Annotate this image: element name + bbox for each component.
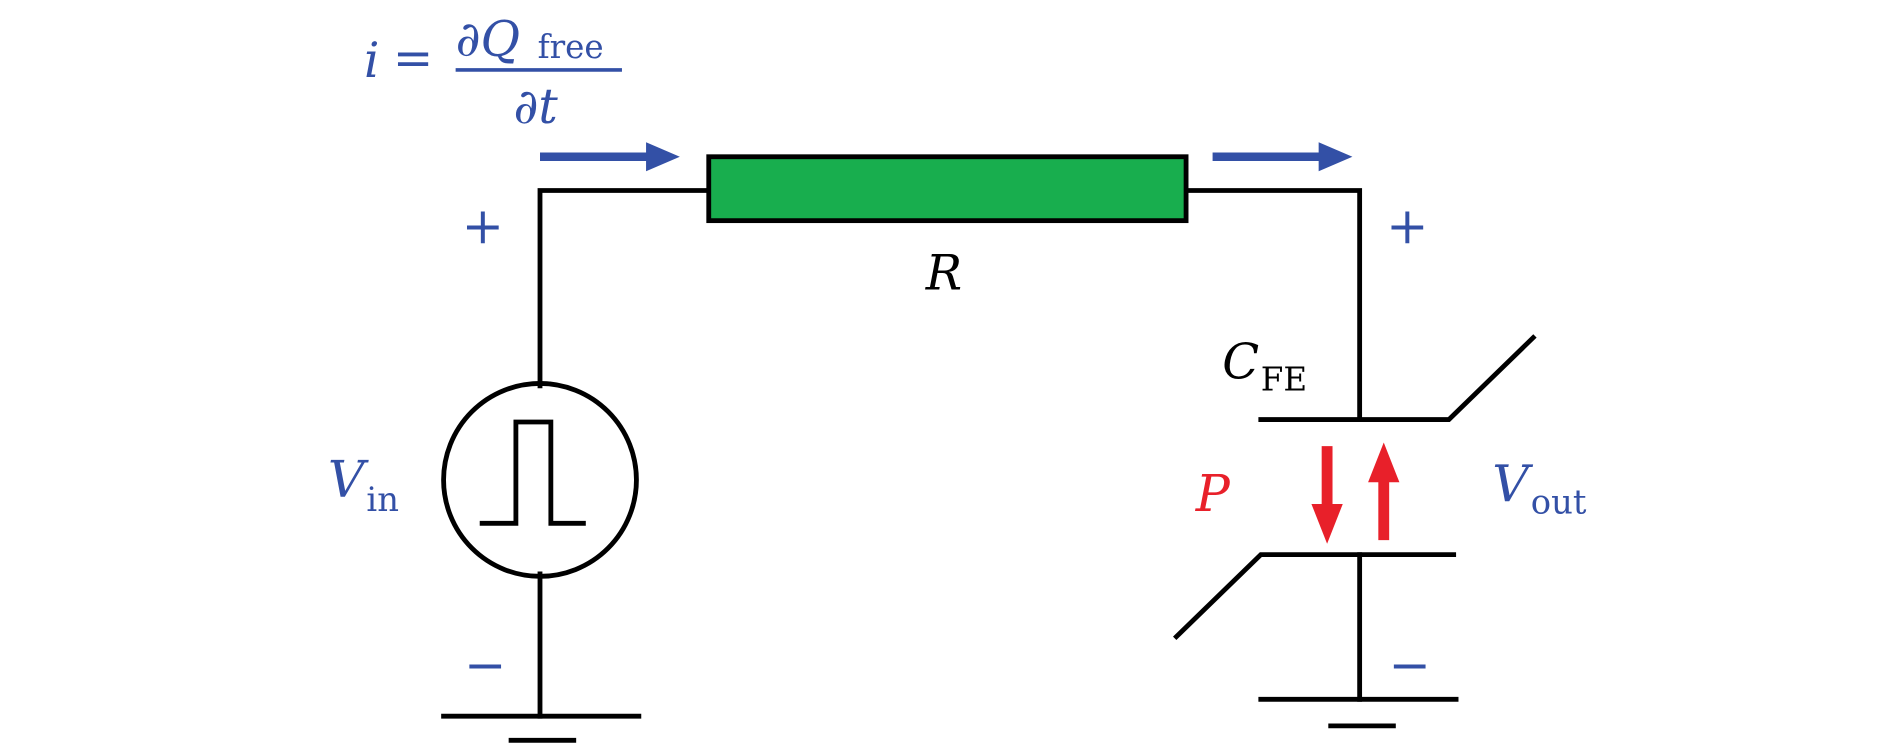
cfe-label: C — [1222, 335, 1259, 391]
vin-subscript: in — [366, 480, 399, 519]
eq-denominator: ∂t — [513, 79, 558, 135]
wire-left-top — [537, 188, 712, 389]
vout-minus: − — [1389, 635, 1431, 694]
current-arrow-right — [1212, 142, 1353, 172]
capacitor-top-plate — [1258, 334, 1537, 423]
polarization-arrow-down — [1311, 446, 1343, 544]
ground-icon-right — [1258, 696, 1459, 729]
vout-subscript: out — [1531, 483, 1587, 522]
polarization-arrow-up — [1368, 442, 1400, 541]
current-equation: i = ∂Q free ∂t — [364, 11, 622, 135]
current-arrow-left — [540, 142, 680, 172]
equals-sign: = — [393, 31, 433, 87]
capacitor-bottom-plate — [1173, 552, 1457, 641]
pulse-waveform-icon — [479, 419, 586, 526]
vin-minus: − — [464, 635, 506, 694]
wire-right-top — [1183, 188, 1363, 423]
voltage-source — [441, 381, 639, 579]
vin-plus: + — [462, 197, 504, 256]
ground-icon-left — [441, 713, 642, 743]
resistor — [706, 154, 1189, 224]
cfe-subscript: FE — [1261, 361, 1307, 399]
vin-label: V — [328, 450, 369, 509]
current-symbol: i — [364, 33, 379, 89]
polarization-label: P — [1195, 464, 1231, 523]
vout-label: V — [1492, 455, 1533, 514]
vout-plus: + — [1386, 197, 1428, 256]
resistor-label: R — [925, 245, 962, 301]
eq-numerator-subscript: free — [538, 28, 604, 66]
ferroelectric-capacitor — [1173, 334, 1537, 641]
eq-numerator: ∂Q — [456, 11, 520, 67]
